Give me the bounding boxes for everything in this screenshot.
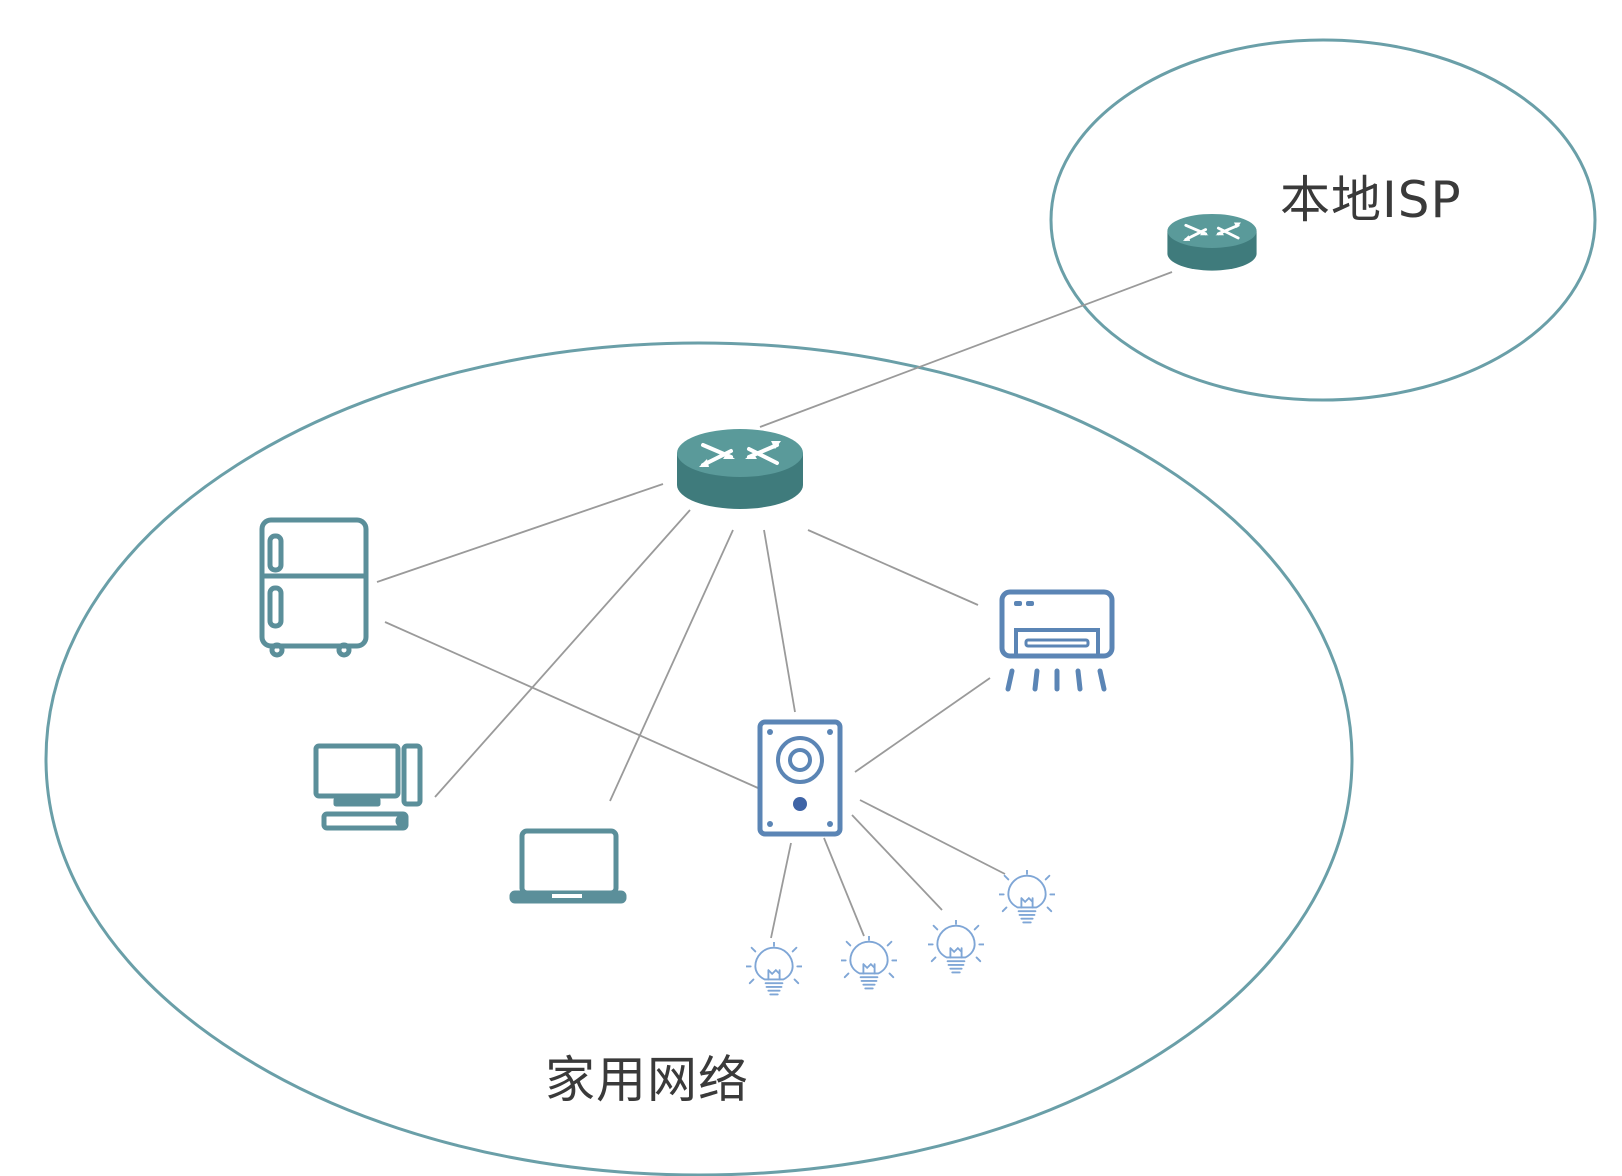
home-network-label: 家用网络 [545, 1051, 749, 1109]
link-speaker-bulb-1 [770, 842, 792, 939]
link-speaker-bulb-4 [859, 799, 1006, 875]
home-network-region [44, 341, 1354, 1176]
air-conditioner-icon[interactable] [999, 589, 1115, 692]
laptop-icon[interactable] [509, 828, 627, 904]
isp-region-label: 本地ISP [1280, 171, 1462, 229]
speaker-icon[interactable] [757, 719, 843, 837]
light-bulb-icon[interactable] [841, 936, 897, 990]
link-refrigerator-speaker [384, 621, 759, 789]
desktop-computer-icon[interactable] [313, 743, 423, 831]
local-isp-region [1049, 38, 1597, 402]
home-router-icon[interactable] [675, 427, 805, 511]
link-speaker-bulb-3 [851, 814, 943, 911]
light-bulb-icon[interactable] [928, 920, 984, 974]
link-home-router-refrigerator [376, 483, 664, 583]
light-bulb-icon[interactable] [746, 942, 802, 996]
link-home-router-air-conditioner [807, 529, 979, 606]
link-home-router-isp-router [759, 271, 1173, 428]
link-speaker-bulb-2 [823, 837, 865, 937]
link-home-router-laptop [609, 529, 734, 802]
link-air-conditioner-speaker [854, 677, 991, 773]
link-home-router-speaker [763, 529, 796, 713]
link-home-router-desktop [434, 509, 691, 798]
network-links [376, 271, 1173, 939]
isp-router-icon[interactable] [1166, 212, 1258, 273]
refrigerator-icon[interactable] [259, 517, 369, 658]
light-bulb-icon[interactable] [999, 870, 1055, 924]
